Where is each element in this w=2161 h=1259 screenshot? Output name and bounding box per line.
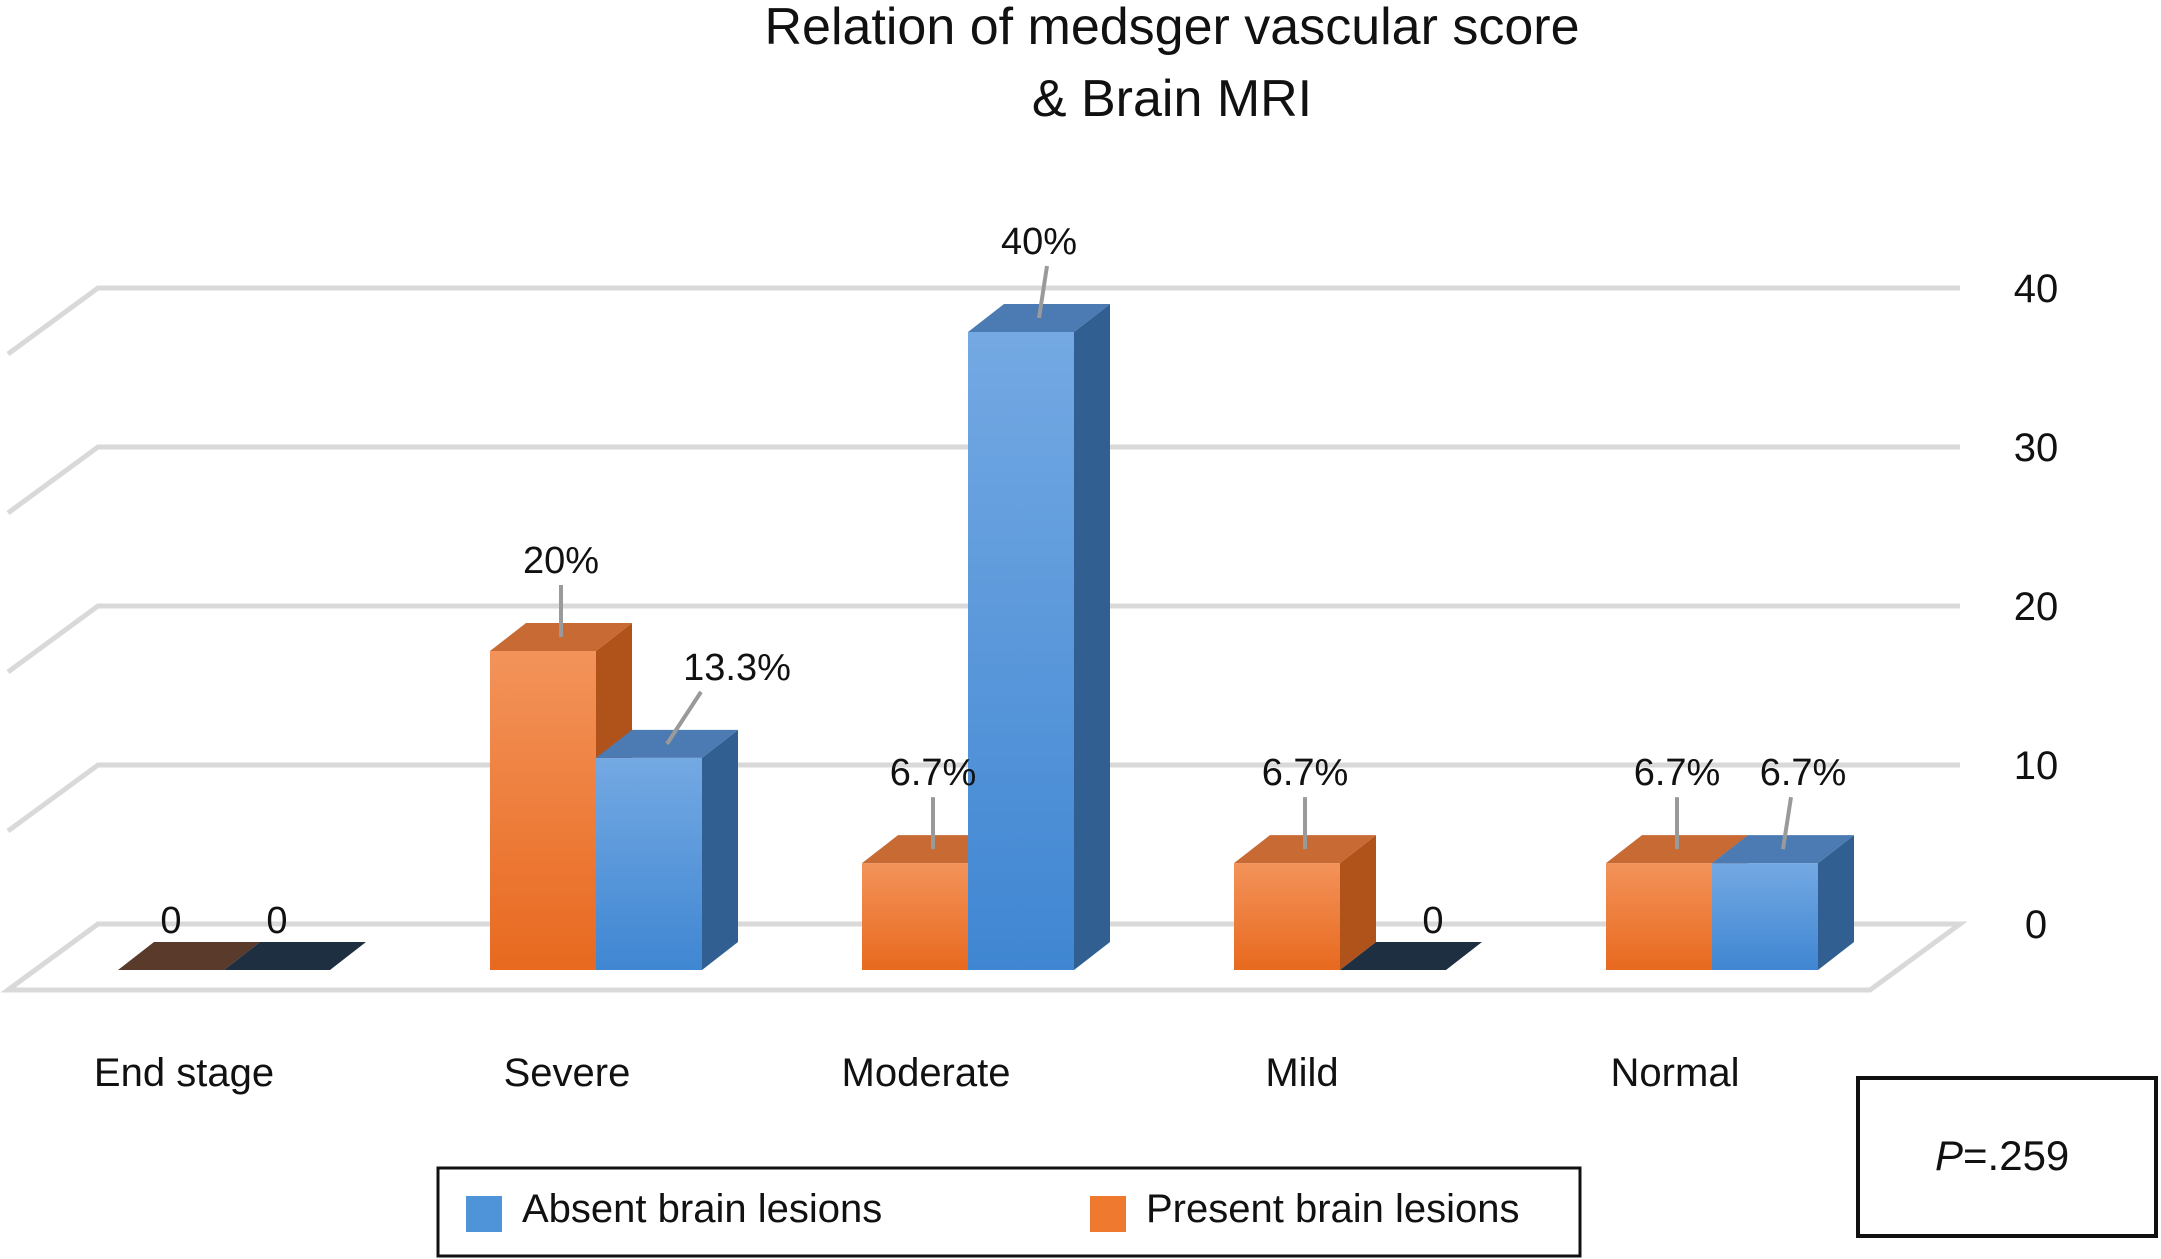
bar-mild-present-brain-lesions-side	[1340, 835, 1376, 970]
bar-normal-absent-brain-lesions-side	[1818, 835, 1854, 970]
x-category-severe: Severe	[504, 1051, 631, 1095]
y-tick-0: 0	[2025, 903, 2047, 947]
bar-mild-present-brain-lesions	[1234, 835, 1376, 970]
data-label-end-stage-present-brain-lesions: 0	[160, 900, 181, 942]
data-label-moderate-present-brain-lesions: 6.7%	[890, 752, 977, 794]
chart-title: Relation of medsger vascular score & Bra…	[764, 0, 1579, 128]
data-label-end-stage-absent-brain-lesions: 0	[266, 900, 287, 942]
x-category-mild: Mild	[1265, 1051, 1338, 1095]
bar-moderate-absent-brain-lesions-front	[968, 332, 1074, 970]
y-tick-30: 30	[2014, 426, 2059, 470]
bar-severe-absent-brain-lesions	[596, 729, 738, 970]
bar-moderate-present-brain-lesions-front	[862, 863, 968, 970]
gridline-10	[6, 762, 1960, 834]
bar-moderate-absent-brain-lesions-side	[1074, 304, 1110, 970]
bar-end-stage-present-brain-lesions	[118, 942, 260, 970]
bar-end-stage-absent-brain-lesions-zero	[224, 942, 366, 970]
legend-label-absent: Absent brain lesions	[522, 1187, 882, 1231]
p-value-box: P=.259	[1856, 1076, 2158, 1238]
x-category-moderate: Moderate	[842, 1051, 1011, 1095]
bar-severe-present-brain-lesions-front	[490, 651, 596, 970]
data-label-severe-absent-brain-lesions: 13.3%	[683, 647, 791, 689]
y-tick-20: 20	[2014, 585, 2059, 629]
data-label-moderate-absent-brain-lesions: 40%	[1001, 221, 1077, 263]
data-label-normal-absent-brain-lesions-leader	[1781, 796, 1793, 850]
y-tick-40: 40	[2014, 267, 2059, 311]
chart-title-line-1: Relation of medsger vascular score	[764, 0, 1579, 56]
bar-normal-present-brain-lesions-front	[1606, 863, 1712, 970]
bar-end-stage-present-brain-lesions-zero	[118, 942, 260, 970]
x-category-normal: Normal	[1611, 1051, 1740, 1095]
data-label-severe-absent-brain-lesions-leader	[665, 690, 703, 745]
bar-mild-absent-brain-lesions-zero	[1340, 942, 1482, 970]
chart-title-line-2: & Brain MRI	[1032, 70, 1312, 128]
y-tick-10: 10	[2014, 744, 2059, 788]
legend: Absent brain lesions Present brain lesio…	[436, 1166, 1582, 1258]
data-label-mild-absent-brain-lesions: 0	[1422, 900, 1443, 942]
legend-label-present: Present brain lesions	[1146, 1187, 1520, 1231]
legend-swatch-absent	[466, 1196, 502, 1232]
data-labels: 0 0 20% 13.3% 6.7% 40% 6.7% 0 6.7% 6.7%	[160, 221, 1846, 942]
y-axis-ticks: 0 10 20 30 40	[2014, 267, 2059, 947]
legend-swatch-present	[1090, 1196, 1126, 1232]
bar-severe-present-brain-lesions	[490, 623, 632, 970]
x-category-end-stage: End stage	[94, 1051, 274, 1095]
bar-normal-absent-brain-lesions-front	[1712, 863, 1818, 970]
bars	[118, 304, 1854, 970]
bar-severe-absent-brain-lesions-side	[702, 729, 738, 970]
data-label-severe-present-brain-lesions: 20%	[523, 540, 599, 582]
legend-box	[436, 1166, 1582, 1258]
bar-mild-absent-brain-lesions	[1340, 942, 1482, 970]
bar-end-stage-absent-brain-lesions	[224, 942, 366, 970]
data-label-mild-present-brain-lesions: 6.7%	[1262, 752, 1349, 794]
x-axis-categories: End stage Severe Moderate Mild Normal	[94, 1051, 1740, 1095]
gridline-30	[6, 444, 1960, 516]
bar-severe-absent-brain-lesions-front	[596, 757, 702, 970]
gridline-20	[6, 603, 1960, 675]
data-label-normal-present-brain-lesions: 6.7%	[1634, 752, 1721, 794]
p-value-frame	[1856, 1076, 2158, 1238]
gridline-40	[6, 285, 1960, 357]
bar-mild-present-brain-lesions-front	[1234, 863, 1340, 970]
data-label-normal-absent-brain-lesions: 6.7%	[1760, 752, 1847, 794]
bar-normal-absent-brain-lesions	[1712, 835, 1854, 970]
bar-moderate-absent-brain-lesions	[968, 304, 1110, 970]
data-label-moderate-absent-brain-lesions-leader	[1037, 265, 1049, 319]
p-value-text: P=.259	[1935, 1132, 2069, 1179]
